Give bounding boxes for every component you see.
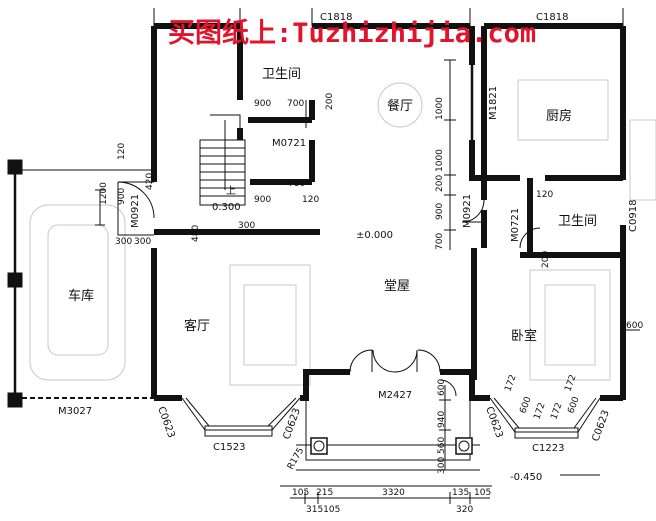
- dim-480: 480: [191, 225, 201, 242]
- dimension-lines: [95, 8, 640, 504]
- dim-b3320: 3320: [382, 488, 405, 498]
- dim-600-r: 600: [626, 321, 643, 331]
- window-code-c0623-1: C0623: [155, 405, 176, 439]
- dim-300-c: 300: [238, 221, 255, 231]
- dim-200-b: 200: [541, 251, 551, 268]
- level-stair: 0.300: [212, 202, 241, 213]
- door-code-m0721-right: M0721: [510, 208, 521, 242]
- dim-560: 560: [437, 437, 447, 454]
- dim-bay172-c: 172: [549, 401, 564, 421]
- room-label-bathroom-right: 卫生间: [558, 214, 597, 229]
- dim-bay172-d: 172: [563, 373, 578, 393]
- door-code-m0721-top: M0721: [272, 138, 306, 149]
- dim-v700: 700: [435, 233, 445, 250]
- dim-200-a: 200: [325, 93, 335, 110]
- dim-940: 940: [437, 411, 447, 428]
- dim-bay600-a: 600: [518, 395, 533, 415]
- room-label-living: 客厅: [184, 318, 210, 334]
- dim-b320: 320: [456, 505, 473, 515]
- dim-780: 780: [288, 179, 305, 189]
- dim-v1000: 1000: [435, 97, 445, 120]
- window-code-c1223: C1223: [532, 443, 564, 454]
- door-code-m1821: M1821: [488, 86, 499, 120]
- dim-v900: 900: [435, 203, 445, 220]
- room-label-bathroom-top: 卫生间: [262, 67, 301, 82]
- dim-900-c: 900: [117, 188, 127, 205]
- dim-900-a: 900: [254, 99, 271, 109]
- dim-v1000b: 1000: [435, 149, 445, 172]
- window-code-c1818-kitchen: C1818: [536, 12, 568, 23]
- garage: [7, 159, 154, 408]
- walls: [151, 23, 626, 401]
- dim-1200: 1200: [99, 182, 109, 205]
- porch-steps: [280, 372, 492, 487]
- dim-bay172-b: 172: [532, 401, 547, 421]
- dim-bay172-a: 172: [503, 373, 518, 393]
- dim-120-b: 120: [117, 143, 127, 160]
- room-label-hall: 堂屋: [384, 279, 410, 294]
- dim-bay600-b: 600: [566, 395, 581, 415]
- door-code-m0921-left: M0921: [130, 194, 141, 228]
- room-label-kitchen: 厨房: [546, 108, 572, 124]
- dim-v200: 200: [435, 175, 445, 192]
- dim-b105-b: 105: [474, 488, 491, 498]
- dim-300-b: 300: [134, 237, 151, 247]
- door-code-m3027: M3027: [58, 406, 92, 417]
- dim-b135: 135: [452, 488, 469, 498]
- level-stair-up: 上: [226, 185, 236, 197]
- level-hall: ±0.000: [356, 230, 393, 241]
- dim-b105-a: 105: [292, 488, 309, 498]
- window-code-c0623-4: C0623: [590, 409, 611, 443]
- dim-700-a: 700: [287, 99, 304, 109]
- window-code-c0918: C0918: [628, 200, 639, 232]
- furniture-sketches: [29, 79, 656, 386]
- dim-120-c: 120: [536, 190, 553, 200]
- window-code-c1818-top: C1818: [320, 12, 352, 23]
- staircase: [199, 114, 246, 206]
- window-code-c1523: C1523: [213, 442, 245, 453]
- dim-120-a: 120: [302, 195, 319, 205]
- dim-900-b: 900: [254, 195, 271, 205]
- room-label-garage: 车库: [68, 288, 94, 304]
- room-label-dining: 餐厅: [387, 98, 413, 114]
- dim-b215: 215: [316, 488, 333, 498]
- dim-300-a: 300: [115, 237, 132, 247]
- watermark: 买图纸上:Tuzhizhijia.com: [168, 17, 536, 49]
- bay-windows: [181, 397, 601, 439]
- dim-r175: R175: [286, 446, 306, 471]
- dim-b315105: 315105: [306, 505, 340, 515]
- door-symbols: [117, 65, 541, 397]
- room-label-bedroom: 卧室: [511, 328, 537, 344]
- dim-600-door: 600: [437, 379, 447, 396]
- dim-300-d: 300: [437, 457, 447, 474]
- window-code-c0623-3: C0623: [483, 405, 504, 439]
- window-code-c0623-2: C0623: [281, 407, 302, 441]
- door-code-m0921-right: M0921: [462, 194, 473, 228]
- door-code-m2427: M2427: [378, 390, 412, 401]
- level-exterior: -0.450: [510, 472, 542, 483]
- dim-420: 420: [145, 173, 155, 190]
